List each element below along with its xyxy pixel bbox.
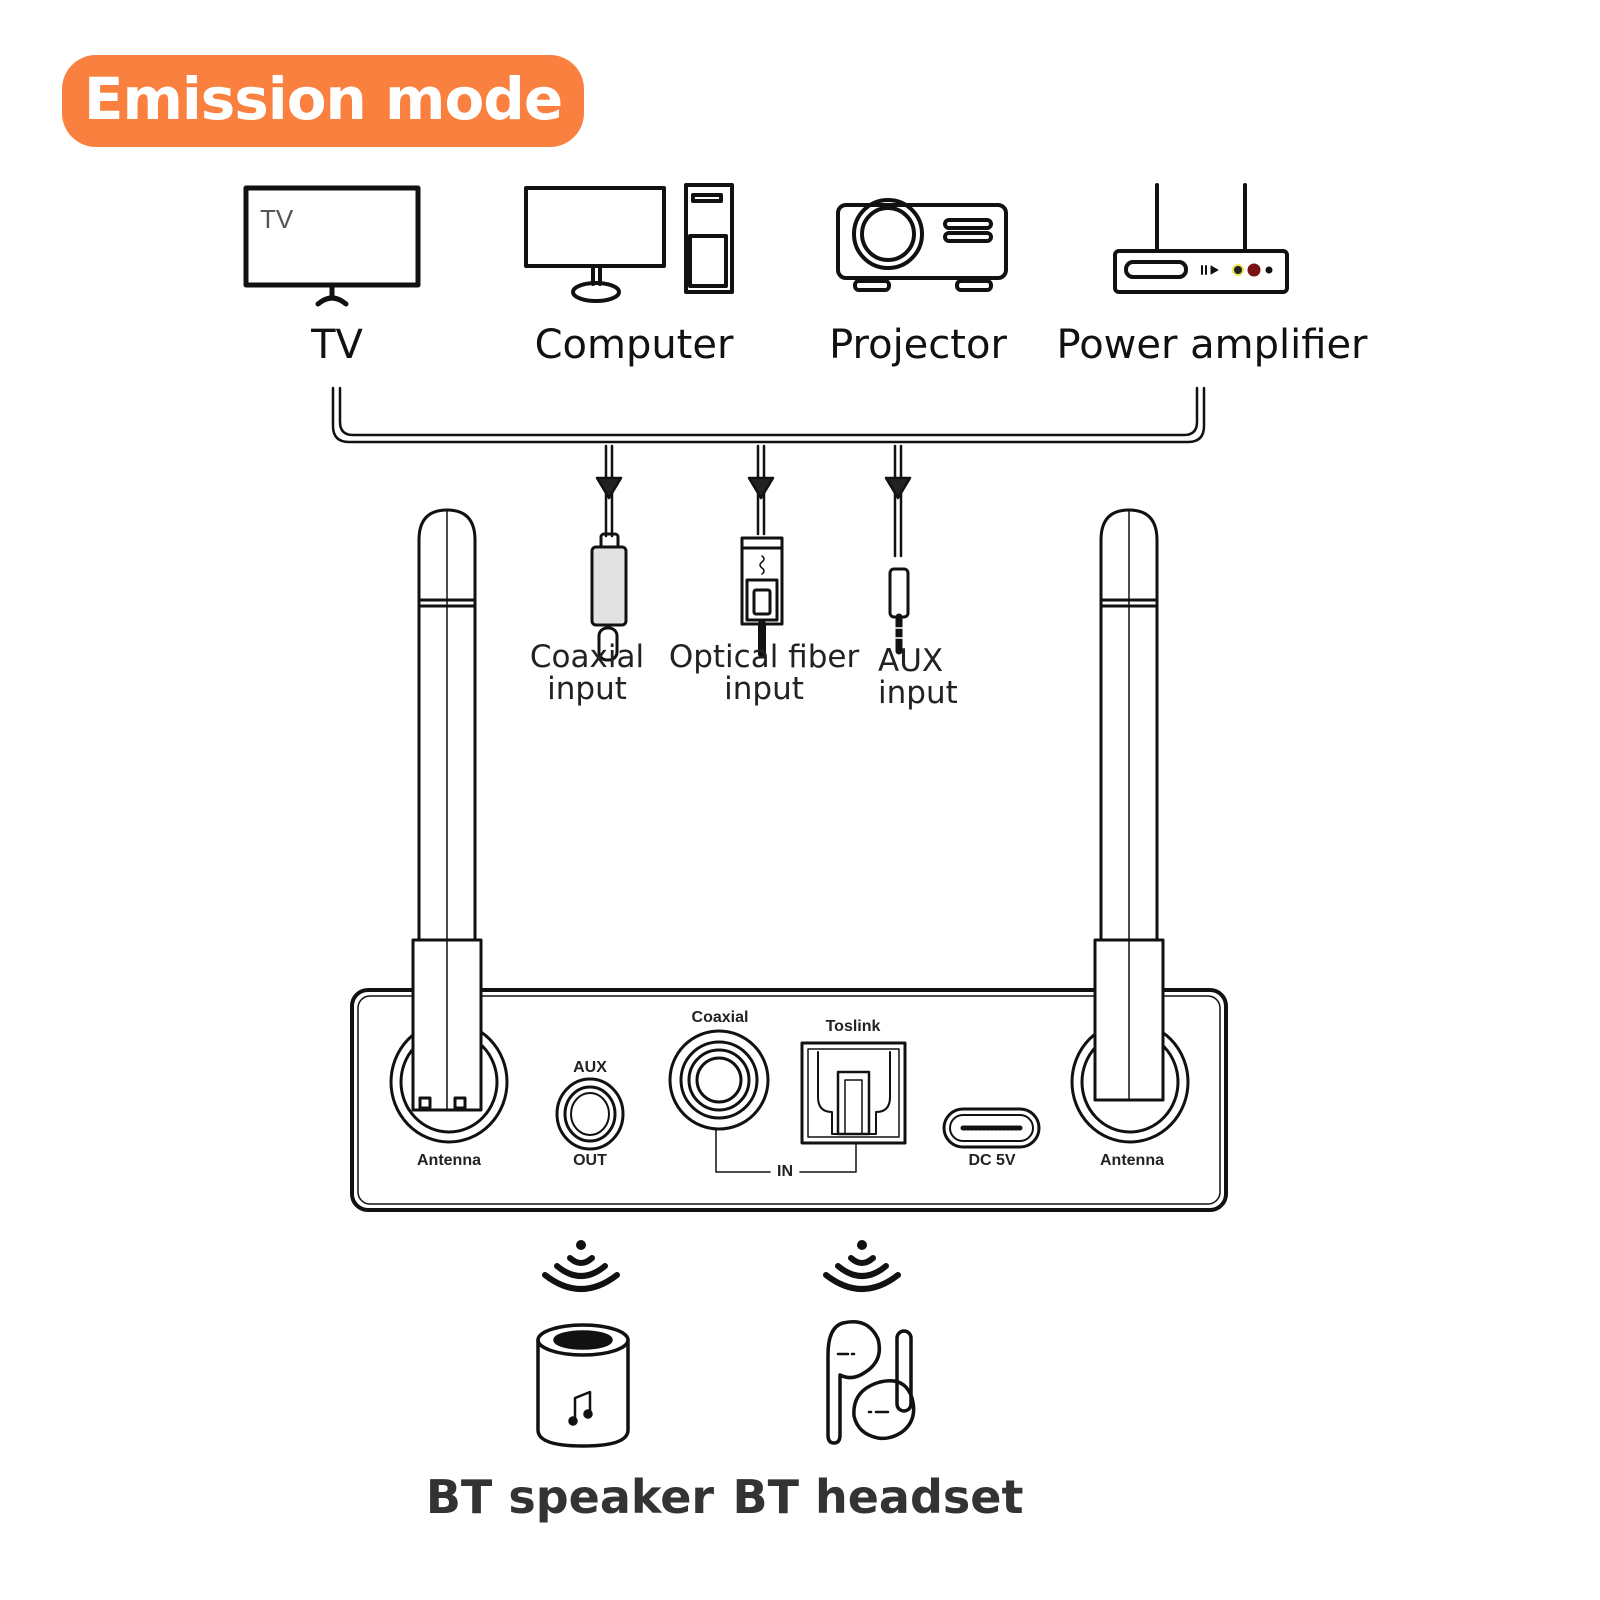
port-label-antenna-right: Antenna (1100, 1152, 1164, 1169)
arrow-coaxial (595, 476, 623, 500)
title-badge: Emission mode (62, 55, 584, 147)
device-label-computer: Computer (534, 322, 734, 368)
toslink-port (800, 1041, 907, 1145)
input-label-optical: Optical fiber input (669, 641, 859, 705)
input-label-aux-line1: AUX (878, 643, 944, 679)
power-amplifier-icon (1113, 183, 1289, 294)
device-label-power-amplifier: Power amplifier (1056, 322, 1368, 368)
input-label-coaxial: Coaxial input (530, 641, 644, 705)
antenna-right (1093, 508, 1165, 1102)
aux-out-port (555, 1077, 625, 1151)
computer-icon (524, 183, 734, 303)
usb-c-port (942, 1107, 1041, 1149)
port-label-in: IN (777, 1163, 793, 1180)
device-body (350, 988, 1228, 1212)
in-bracket (715, 1129, 857, 1173)
input-label-optical-line2: input (724, 671, 804, 707)
coaxial-port (668, 1029, 770, 1131)
port-label-out: OUT (573, 1152, 607, 1169)
title: Emission mode (83, 65, 563, 133)
toslink-plug-icon (740, 536, 784, 658)
wireless-icon-headset (823, 1240, 901, 1292)
antenna-left (411, 508, 483, 1112)
port-label-dc: DC 5V (968, 1152, 1016, 1169)
input-label-aux-line2: input (878, 675, 958, 711)
arrow-aux (884, 476, 912, 500)
input-label-coaxial-line1: Coaxial (529, 639, 645, 675)
wireless-icon-speaker (542, 1240, 620, 1292)
input-label-coaxial-line2: input (547, 671, 627, 707)
port-label-toslink: Toslink (825, 1018, 881, 1035)
port-label-coaxial: Coaxial (691, 1009, 749, 1026)
port-label-aux: AUX (573, 1059, 607, 1076)
signal-bus (331, 386, 1206, 444)
rca-plug-icon (590, 532, 628, 662)
tv-icon: TV (243, 185, 421, 307)
input-label-optical-line1: Optical fiber (668, 639, 860, 675)
output-label-speaker: BT speaker (425, 1470, 715, 1524)
arrow-optical (747, 476, 775, 500)
device-label-projector: Projector (829, 322, 1007, 368)
speaker-icon (536, 1323, 630, 1448)
projector-icon (836, 198, 1008, 292)
input-label-aux: AUX input (878, 645, 958, 709)
drop-lines (595, 444, 912, 558)
port-label-antenna-left: Antenna (417, 1152, 481, 1169)
output-label-headset: BT headset (732, 1470, 1024, 1524)
device-label-tv: TV (311, 322, 363, 368)
tv-screen-text: TV (260, 204, 294, 234)
earbuds-icon (826, 1320, 916, 1445)
aux-plug-icon (888, 567, 910, 655)
